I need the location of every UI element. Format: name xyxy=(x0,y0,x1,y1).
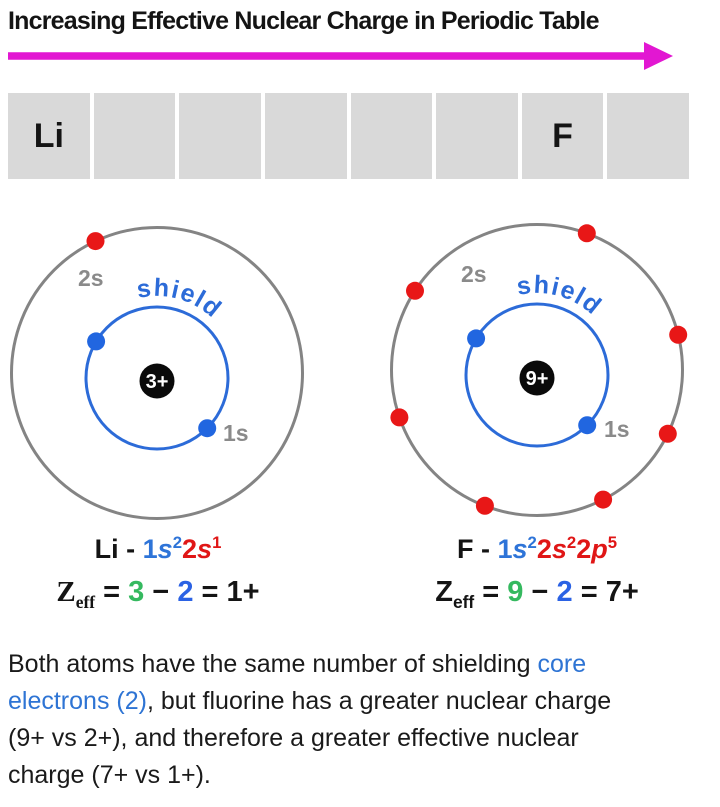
electron-dot xyxy=(658,424,677,443)
periodic-cell-empty xyxy=(436,93,518,179)
element-symbol: F xyxy=(552,116,573,155)
zeff-subscript: eff xyxy=(452,591,475,612)
nuclear-charge-value: 3 xyxy=(128,576,145,608)
inner-electrons xyxy=(467,329,597,435)
inner-shell-label: 1s xyxy=(604,416,630,442)
electron-dot xyxy=(594,490,613,509)
highlighted-text: core xyxy=(537,650,587,678)
element-symbol: Li xyxy=(33,116,64,155)
outer-electrons xyxy=(390,224,688,515)
electron-dot xyxy=(669,325,688,344)
highlighted-text: electrons (2) xyxy=(8,687,147,715)
body-text: (9+ vs 2+), and therefore a greater effe… xyxy=(8,724,579,752)
periodic-cell-empty xyxy=(179,93,261,179)
minus-sign: − xyxy=(531,576,549,608)
zeff-symbol: Z xyxy=(56,576,76,608)
paragraph-line: charge (7+ vs 1+). xyxy=(8,757,720,794)
paragraph-line: (9+ vs 2+), and therefore a greater effe… xyxy=(8,720,720,757)
arrow-head-icon xyxy=(644,42,673,70)
paragraph-line: electrons (2), but fluorine has a greate… xyxy=(8,683,720,720)
zeff-symbol: Z xyxy=(435,576,453,608)
zeff-subscript: eff xyxy=(75,591,96,612)
electron-dot xyxy=(406,281,424,300)
fluorine-atom-diagram: shield 9+ 2s 1s xyxy=(390,223,688,517)
periodic-cell-empty xyxy=(350,93,433,179)
orbital-segment: 1s2 xyxy=(497,533,537,564)
nucleus-charge-label: 9+ xyxy=(526,368,549,390)
outer-shell-label: 2s xyxy=(461,261,487,287)
equals-sign: = xyxy=(201,576,219,608)
body-text: , but fluorine has a greater nuclear cha… xyxy=(146,687,612,715)
electron-config-li: Li - 1s22s1 xyxy=(0,533,316,565)
nucleus xyxy=(139,363,175,399)
zeff-equation-li: Zeff = 3 − 2 = 1+ xyxy=(0,576,316,613)
body-text: Both atoms have the same number of shiel… xyxy=(8,650,538,678)
electron-dot xyxy=(198,419,217,438)
inner-shell-label: 1s xyxy=(223,420,249,446)
nuclear-charge-value: 9 xyxy=(507,576,524,608)
orbital-segment: 2s1 xyxy=(182,533,222,564)
orbital-segment: 2s2 xyxy=(536,533,577,564)
shield-label: shield xyxy=(515,271,607,321)
outer-shell-orbit xyxy=(390,223,684,517)
electron-dot xyxy=(475,496,494,515)
increasing-zeff-arrow xyxy=(8,42,673,70)
inner-shell-orbit xyxy=(84,305,230,451)
equals-sign: = xyxy=(103,576,121,608)
zeff-result: 1+ xyxy=(226,576,260,608)
body-text: charge (7+ vs 1+). xyxy=(8,761,211,789)
element-label: F - xyxy=(456,534,498,564)
minus-sign: − xyxy=(152,576,170,608)
periodic-cell-empty xyxy=(93,93,176,179)
nucleus xyxy=(519,360,555,396)
outer-shell-orbit xyxy=(10,226,304,520)
core-electron-count: 2 xyxy=(556,576,573,608)
periodic-table-row: Li F xyxy=(8,93,689,179)
element-label: Li - xyxy=(94,534,143,564)
electron-config-f: F - 1s22s22p5 xyxy=(379,533,695,565)
lithium-atom-diagram: shield 3+ 2s 1s xyxy=(10,226,304,520)
inner-shell-orbit xyxy=(464,302,610,448)
periodic-cell-empty xyxy=(607,93,689,179)
electron-dot xyxy=(578,416,597,435)
electron-dot xyxy=(577,224,596,243)
zeff-equation-f: Zeff = 9 − 2 = 7+ xyxy=(379,576,695,613)
electron-dot xyxy=(467,329,486,348)
electron-dot xyxy=(86,232,105,251)
orbital-segment: 1s2 xyxy=(142,533,182,564)
inner-electrons xyxy=(87,332,217,438)
periodic-cell-f: F xyxy=(521,93,604,179)
outer-shell-label: 2s xyxy=(78,265,104,291)
core-electron-count: 2 xyxy=(177,576,194,608)
outer-electrons xyxy=(86,232,105,251)
orbital-segment: 2p5 xyxy=(576,533,618,564)
equals-sign: = xyxy=(580,576,598,608)
shield-label: shield xyxy=(135,274,227,324)
electron-dot xyxy=(87,332,106,351)
paragraph-line: Both atoms have the same number of shiel… xyxy=(8,646,720,683)
periodic-cell-empty xyxy=(264,93,347,179)
zeff-result: 7+ xyxy=(605,576,639,608)
nucleus-charge-label: 3+ xyxy=(146,371,169,393)
electron-dot xyxy=(390,408,409,427)
equals-sign: = xyxy=(482,576,500,608)
periodic-cell-li: Li xyxy=(8,93,90,179)
explanation-paragraph: Both atoms have the same number of shiel… xyxy=(8,646,720,794)
page-title: Increasing Effective Nuclear Charge in P… xyxy=(8,7,599,35)
